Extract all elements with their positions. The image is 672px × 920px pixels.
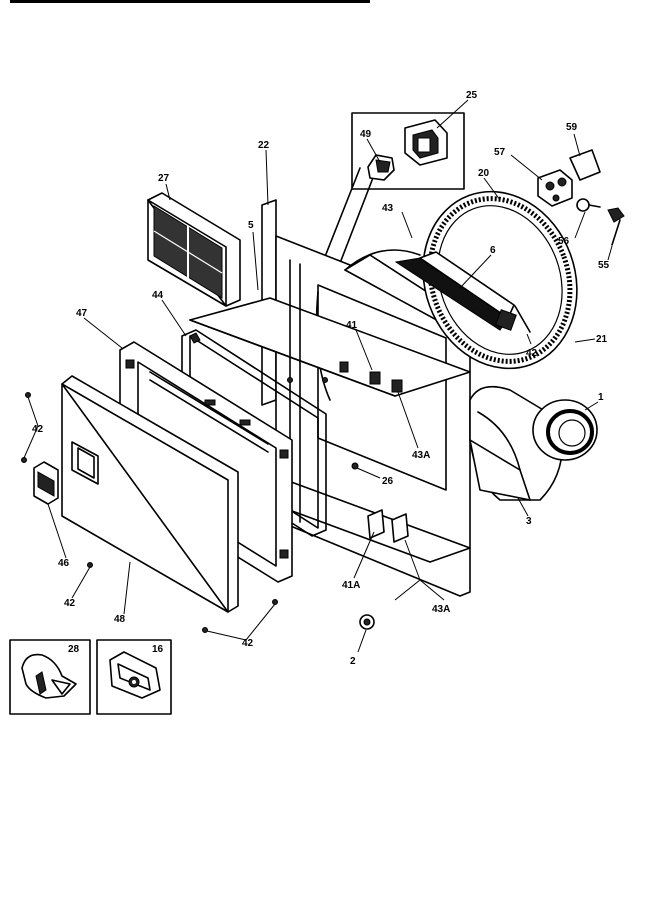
leader-lines: [23, 99, 613, 653]
callout-42-bottom-left: 42: [64, 598, 76, 609]
door-panel-part: [61, 375, 239, 613]
foot-knob-part: [359, 614, 375, 630]
terminal-block-part: [537, 169, 573, 207]
callout-48: 48: [114, 614, 126, 625]
callout-41: 41: [346, 320, 358, 331]
callout-47: 47: [76, 308, 88, 319]
callout-labels: 25 49 22 27 59 57 20 43 5 6 44 47 56 55 …: [32, 90, 610, 667]
callout-55: 55: [598, 260, 610, 271]
callout-27: 27: [158, 173, 170, 184]
callout-41a: 41A: [342, 580, 360, 591]
lint-filter-part: [147, 192, 241, 307]
callout-42-bottom: 42: [242, 638, 254, 649]
callout-25: 25: [466, 90, 478, 101]
cover-plate-part: [569, 149, 601, 181]
callout-1: 1: [598, 392, 604, 403]
door-switch-part: [404, 119, 448, 166]
thermostat-part-55: [607, 207, 625, 246]
callout-21: 21: [596, 334, 608, 345]
callout-22: 22: [258, 140, 270, 151]
callout-20: 20: [478, 168, 490, 179]
blower-ring-part: [532, 399, 598, 461]
door-handle-part: [33, 461, 59, 505]
drum-assembly: [344, 190, 578, 370]
callout-43a-lower: 43A: [432, 604, 450, 615]
callout-5: 5: [248, 220, 254, 231]
callout-56: 56: [558, 236, 570, 247]
callout-42-left: 42: [32, 424, 44, 435]
callout-42-drum: 42: [526, 348, 538, 359]
cropped-header-text: [10, 0, 370, 3]
inset-part-28: [9, 639, 91, 715]
inset-part-16: [96, 639, 172, 715]
inset-label-16: 16: [152, 644, 164, 655]
switch-actuator-part: [367, 154, 395, 181]
callout-57: 57: [494, 147, 506, 158]
callout-43a-upper: 43A: [412, 450, 430, 461]
callout-6: 6: [490, 245, 496, 256]
callout-59: 59: [566, 122, 578, 133]
callout-26: 26: [382, 476, 394, 487]
callout-49: 49: [360, 129, 372, 140]
callout-3: 3: [526, 516, 532, 527]
callout-43: 43: [382, 203, 394, 214]
callout-44: 44: [152, 290, 164, 301]
inset-label-28: 28: [68, 644, 80, 655]
callout-2: 2: [350, 656, 356, 667]
callout-46: 46: [58, 558, 70, 569]
thermostat-part-56: [576, 198, 601, 212]
